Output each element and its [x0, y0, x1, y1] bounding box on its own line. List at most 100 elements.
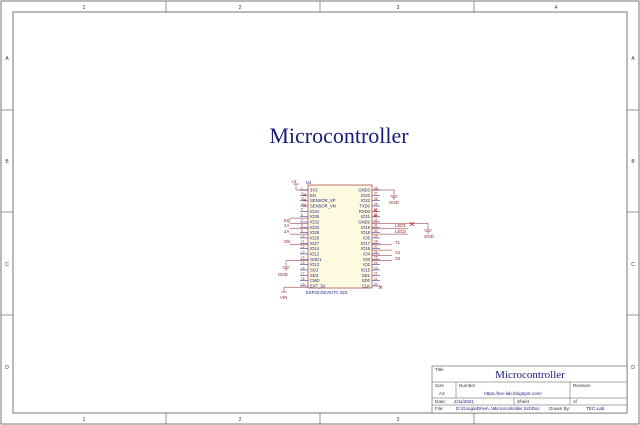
net-gnd-right: GND	[389, 200, 399, 205]
left-pin-name: SD3	[310, 273, 319, 278]
component-value: ESP32-DEVKITC-32D	[306, 290, 348, 295]
component-ref: U4	[306, 180, 312, 185]
left-pin-name: EXT_5V	[310, 283, 326, 288]
left-pin-number: 18	[301, 277, 305, 281]
left-pin-name: IO14	[310, 246, 320, 251]
left-pin-number: 4	[301, 202, 303, 206]
left-pin-number: 1	[301, 186, 303, 190]
right-pin-number: 32	[374, 218, 378, 222]
left-pin-name: IO32	[310, 219, 320, 224]
col-label-top-1: 1	[83, 5, 86, 11]
right-pin-number: 26	[374, 250, 378, 254]
right-pin-number: 36	[374, 197, 378, 201]
right-pin-name: TXD0	[359, 203, 370, 208]
right-pin-number: 24	[374, 261, 378, 265]
column-dividers	[165, 1, 475, 424]
left-pin-name: IO35	[310, 214, 320, 219]
col-label-bottom-3: 3	[397, 417, 400, 423]
left-pin-number: 8	[301, 224, 303, 228]
left-pin-number: 14	[301, 256, 305, 260]
tb-title: Microcontroller	[495, 369, 565, 381]
right-pin-number: 34	[374, 208, 378, 212]
right-pin-name: CLK	[362, 283, 370, 288]
tb-revision-label: Revision	[573, 383, 591, 388]
net-led1: LED1	[395, 223, 407, 228]
title-block: Title Microcontroller Size A4 Number htt…	[431, 365, 628, 414]
row-label-right-b: B	[631, 159, 635, 165]
tb-file: D:\GoogleDrive\..\Microcontroller.SchDoc	[456, 406, 540, 411]
net-plus3v: +3	[291, 179, 297, 184]
col-label-bottom-1: 1	[83, 417, 86, 423]
net-s1: S1	[395, 250, 401, 255]
left-pin-name: IO33	[310, 225, 320, 230]
left-pin-number: 7	[301, 218, 303, 222]
tb-number-label: Number	[459, 383, 476, 388]
left-pin-number: 10	[301, 234, 305, 238]
left-pin-number: 13	[301, 250, 305, 254]
right-pin-number: 33	[374, 213, 378, 217]
right-pin-number: 25	[374, 256, 378, 260]
right-pin-name: GND3	[358, 188, 370, 193]
net-gnd-left: GND	[278, 272, 288, 277]
row-label-left-d: D	[5, 365, 9, 371]
net-labels: +3 GND GND GND VIN EQ 1A 2A OK LED1 LED2…	[278, 179, 434, 300]
left-pin-number: 15	[301, 261, 305, 265]
net-s2: S2	[395, 256, 401, 261]
right-pin-number: 35	[374, 202, 378, 206]
right-pin-number: 37	[374, 192, 378, 196]
left-pin-number: 3	[301, 197, 303, 201]
right-pin-number: 30	[374, 229, 378, 233]
column-labels: 1 2 3 4 1 2 3	[83, 5, 558, 423]
row-dividers	[1, 109, 639, 316]
right-pin-number: 21	[374, 277, 378, 281]
right-pin-number: 23	[374, 266, 378, 270]
tb-date-label: Date:	[435, 399, 446, 404]
no-connect-markers	[302, 193, 415, 289]
row-label-right-c: C	[631, 262, 635, 268]
right-pin-number: 27	[374, 245, 378, 249]
right-pin-name: IO18	[361, 230, 371, 235]
right-pin-number: 29	[374, 234, 378, 238]
tb-date: 2/11/2021	[454, 399, 475, 404]
right-pin-name: IO15	[361, 267, 371, 272]
tb-file-label: File:	[435, 406, 444, 411]
right-pin-name: IO16	[361, 246, 371, 251]
right-pin-name: GND2	[358, 219, 370, 224]
net-t1: T1	[395, 240, 401, 245]
left-pin-number: 17	[301, 272, 305, 276]
right-pin-name: SD0	[362, 278, 371, 283]
row-label-left-c: C	[5, 262, 9, 268]
left-pin-name: GND1	[310, 257, 322, 262]
right-pin-name: IO17	[361, 241, 371, 246]
row-label-right-a: A	[631, 56, 635, 62]
right-pin-name: IO0	[363, 257, 370, 262]
left-pin-name: IO26	[310, 235, 320, 240]
tb-size-label: Size	[435, 383, 444, 388]
left-pin-name: IO27	[310, 241, 320, 246]
row-label-left-a: A	[5, 56, 9, 62]
right-pin-name: IO22	[361, 198, 371, 203]
tb-of-label: of	[573, 399, 578, 404]
right-pin-number: 20	[374, 282, 378, 286]
left-pin-name: SENSOR_VP	[310, 198, 336, 203]
net-ok: OK	[284, 239, 290, 244]
component-body	[307, 184, 373, 289]
tb-drawn: TEC-Lab	[586, 406, 605, 411]
right-pin-number: 31	[374, 224, 378, 228]
sheet-title: Microcontroller	[269, 123, 409, 148]
left-pin-name: SENSOR_VN	[310, 203, 336, 208]
left-pin-number: 9	[301, 229, 303, 233]
right-pin-name: IO23	[361, 193, 371, 198]
left-pin-name: SD2	[310, 267, 319, 272]
left-pin-name: IO12	[310, 251, 320, 256]
net-vin: VIN	[280, 295, 287, 300]
left-pin-number: 2	[301, 192, 303, 196]
col-label-bottom-2: 2	[239, 417, 242, 423]
net-gnd-far-right: GND	[424, 234, 434, 239]
row-label-left-b: B	[5, 159, 9, 165]
right-pin-name: IO5	[363, 235, 370, 240]
left-pin-number: 5	[301, 208, 303, 212]
